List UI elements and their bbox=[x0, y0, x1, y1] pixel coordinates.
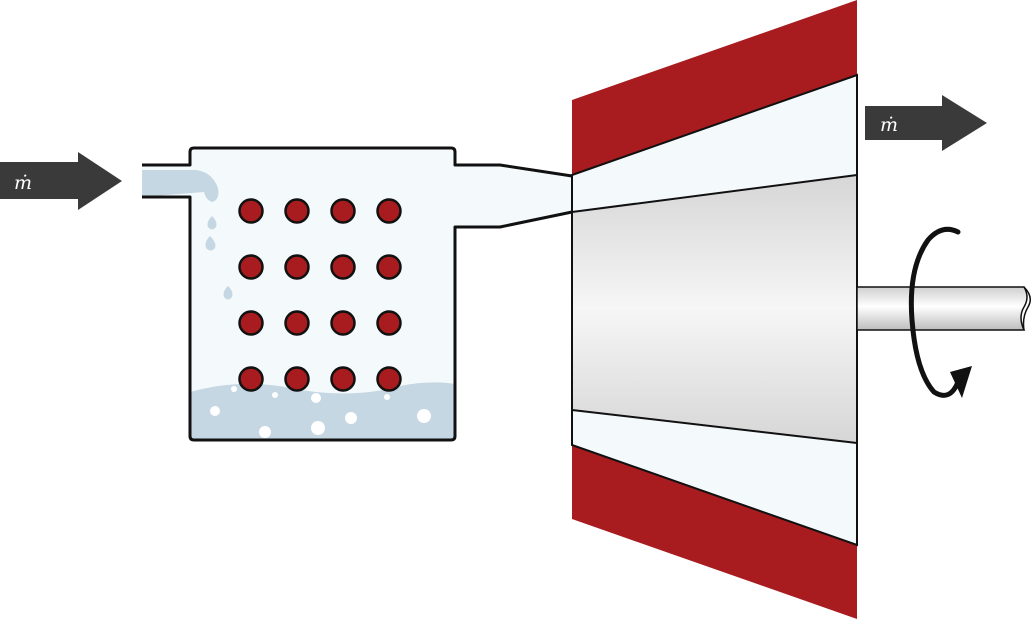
right-arrow-icon bbox=[865, 95, 987, 151]
heating-tubes bbox=[238, 198, 402, 392]
heating-tube bbox=[238, 254, 264, 280]
boiler-outline-bottom bbox=[142, 195, 573, 442]
turbine bbox=[571, 0, 858, 619]
inlet-flow-arrow: ṁ bbox=[0, 152, 122, 210]
heating-tube bbox=[376, 254, 402, 280]
boiling-bubbles bbox=[210, 386, 431, 438]
boiler-outlet-nozzle bbox=[455, 165, 572, 227]
heating-tube bbox=[284, 310, 310, 336]
water-droplet bbox=[205, 236, 216, 251]
rotation-arrow-icon bbox=[908, 226, 972, 398]
outlet-mass-flow-label: ṁ bbox=[880, 114, 898, 136]
heating-tube bbox=[238, 310, 264, 336]
shaft-body bbox=[856, 286, 1028, 331]
heating-tube bbox=[284, 198, 310, 224]
inlet-water-stream bbox=[142, 170, 219, 202]
output-shaft bbox=[856, 226, 1031, 398]
heating-tube bbox=[238, 366, 264, 392]
inlet-mass-flow-label: ṁ bbox=[14, 172, 32, 194]
heating-tube bbox=[238, 198, 264, 224]
heating-tube bbox=[284, 254, 310, 280]
turbine-casing-top bbox=[572, 0, 857, 175]
boiler-outline-top bbox=[142, 146, 573, 178]
right-arrow-icon bbox=[0, 152, 122, 210]
heating-tube bbox=[330, 310, 356, 336]
turbine-rotor bbox=[572, 175, 857, 443]
water-droplet bbox=[223, 286, 233, 300]
turbine-casing-bottom bbox=[572, 445, 857, 619]
water-droplet bbox=[207, 216, 217, 230]
heating-tube bbox=[330, 198, 356, 224]
heating-tube bbox=[284, 366, 310, 392]
heating-tube bbox=[330, 366, 356, 392]
heating-tube bbox=[376, 198, 402, 224]
heating-tube bbox=[330, 254, 356, 280]
boiler bbox=[142, 146, 573, 442]
heating-tube bbox=[376, 310, 402, 336]
outlet-flow-arrow: ṁ bbox=[865, 95, 987, 151]
heating-tube bbox=[376, 366, 402, 392]
